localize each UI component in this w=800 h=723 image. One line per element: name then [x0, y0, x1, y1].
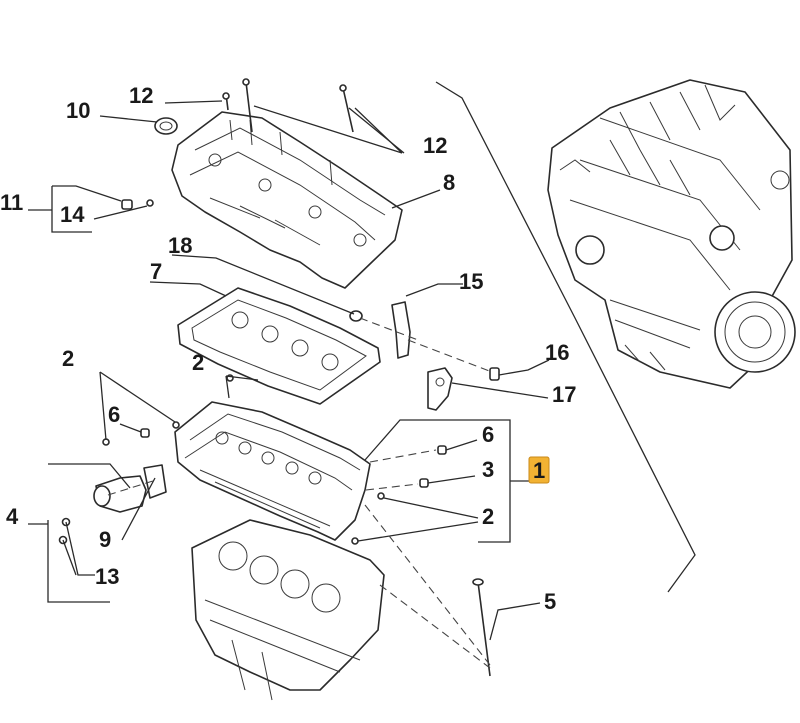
screw-part-16 [489, 367, 500, 381]
bracket-part-15 [391, 301, 411, 359]
callout-18: 18 [168, 233, 192, 258]
callout-1: 1 [533, 458, 545, 483]
bolts-part-12 [222, 78, 354, 133]
callout-11: 11 [0, 190, 23, 215]
callout-2-right: 2 [482, 504, 494, 529]
callout-6-left: 6 [108, 402, 120, 427]
cylinder-head-illustration [174, 401, 371, 541]
bolt-part-5 [472, 578, 491, 677]
callout-12-top: 12 [129, 83, 153, 108]
callout-2-left: 2 [62, 346, 74, 371]
callout-17: 17 [552, 382, 576, 407]
sensor-part-17 [427, 367, 453, 411]
cylinder-head-cover-part-8 [171, 111, 403, 289]
callout-14: 14 [60, 202, 85, 227]
callout-9: 9 [99, 527, 111, 552]
engine-block-illustration [191, 519, 385, 701]
gasket-part-9 [143, 464, 167, 499]
callout-16: 16 [545, 340, 569, 365]
callout-13: 13 [95, 564, 119, 589]
highlight-box [528, 456, 550, 484]
engine-assembly-illustration [547, 79, 796, 389]
dowels-part-2-6-3 [102, 374, 447, 545]
thermostat-housing-part-4 [93, 475, 147, 513]
callout-6-right: 6 [482, 422, 494, 447]
callout-12-right: 12 [423, 133, 447, 158]
callout-5: 5 [544, 589, 556, 614]
callout-8: 8 [443, 170, 455, 195]
seal-ring-part-10 [154, 117, 178, 135]
callout-2-center: 2 [192, 350, 204, 375]
assembly-dashed-lines [107, 317, 493, 669]
callout-10: 10 [66, 98, 90, 123]
gasket-part-7 [177, 287, 381, 405]
callout-15: 15 [459, 269, 483, 294]
callout-3: 3 [482, 457, 494, 482]
leader-lines [28, 100, 550, 641]
callout-4: 4 [6, 504, 19, 529]
callout-labels: 12 10 12 11 14 8 18 7 15 16 17 2 2 6 6 3… [0, 83, 576, 614]
screws-parts-11-14 [121, 199, 154, 210]
callout-7: 7 [150, 259, 162, 284]
divider-lines [435, 81, 696, 593]
